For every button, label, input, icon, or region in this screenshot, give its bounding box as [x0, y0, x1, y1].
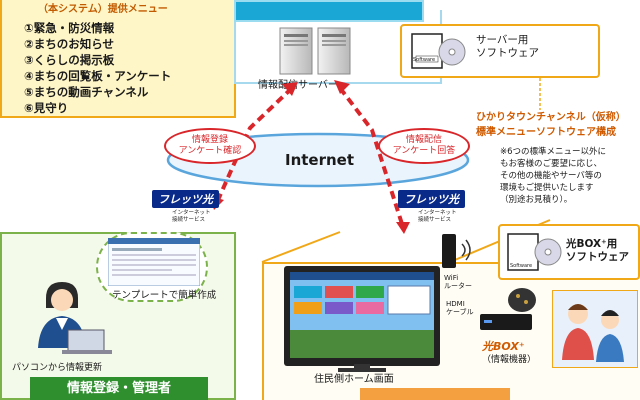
wifi-router-icon	[442, 234, 471, 268]
bottom-banner	[360, 388, 510, 400]
tv-screen	[290, 272, 434, 358]
channel-heading-line: ひかりタウンチャンネル（仮称）	[476, 112, 626, 123]
menu-panel	[0, 0, 236, 118]
flets-sub: インターネット	[418, 210, 457, 216]
server-label: 情報配信サーバー	[258, 80, 338, 91]
admin-person-icon	[38, 282, 112, 354]
hdmi-label-line: HDMI	[446, 300, 465, 308]
router-label: WiFi ルーター	[444, 274, 472, 290]
flets-left: フレッツ光 インターネット 接続サービス	[152, 190, 219, 224]
internet-label: Internet	[285, 151, 355, 169]
pc-update-label: パソコンから情報更新	[12, 363, 103, 373]
router-label-line: ルーター	[444, 282, 472, 290]
software-disc-label: Software	[510, 263, 533, 269]
tv-home-screen-graphic	[290, 272, 434, 358]
menu-item: ②まちのお知らせ	[24, 37, 115, 51]
flets-right: フレッツ光 インターネット 接続サービス	[398, 190, 465, 224]
custom-note: ※6つの標準メニュー以外に もお客様のご要望に応じ、 その他の機能やサーバ等の …	[500, 146, 606, 206]
channel-heading: ひかりタウンチャンネル（仮称） 標準メニューソフトウェア構成	[476, 108, 626, 138]
template-label: テンプレートで簡単作成	[112, 290, 217, 301]
hikari-box-sub: （情報機器）	[482, 355, 537, 365]
server-software-text: サーバー用 ソフトウェア	[476, 34, 539, 60]
family-icon	[552, 290, 638, 368]
template-screen-icon	[108, 238, 200, 286]
flets-sub: 接続サービス	[172, 217, 206, 223]
menu-item: ⑤まちの動画チャンネル	[24, 85, 149, 99]
admin-bar: 情報登録・管理者	[30, 377, 208, 400]
software-disc-label: Software	[413, 57, 436, 63]
hikari-box-software-text: 光BOX⁺用 ソフトウェア	[566, 238, 629, 264]
server-software-line: サーバー用	[476, 34, 529, 46]
menu-item: ⑥見守り	[24, 101, 69, 115]
note-line: もお客様のご要望に応じ、	[500, 159, 603, 169]
menu-item: ①緊急・防災情報	[24, 21, 115, 35]
bubble-info-register: 情報登録 アンケート確認	[164, 128, 256, 164]
hdmi-label: HDMI ケーブル	[446, 300, 474, 316]
note-line: ※6つの標準メニュー以外に	[500, 147, 607, 157]
hikari-software-line: 光BOX⁺用	[566, 238, 618, 250]
bubble-line: 情報登録	[191, 135, 228, 145]
channel-heading-line: 標準メニューソフトウェア構成	[476, 127, 616, 138]
flets-logo: フレッツ光	[398, 190, 465, 208]
router-label-line: WiFi	[444, 274, 459, 282]
system-header-band	[234, 0, 424, 22]
software-package-icon	[507, 233, 562, 271]
hikari-box-logo: 光BOX⁺	[482, 340, 525, 353]
hikari-software-line: ソフトウェア	[566, 251, 629, 263]
hikari-box-device-icon	[480, 288, 536, 330]
menu-list: ①緊急・防災情報 ②まちのお知らせ ③くらしの掲示板 ④まちの回覧板・アンケート…	[24, 20, 171, 116]
flets-sub: 接続サービス	[418, 217, 452, 223]
tv-label: 住民側ホーム画面	[314, 374, 394, 385]
tv-stand	[338, 364, 386, 372]
bubble-info-delivery: 情報配信 アンケート回答	[378, 128, 470, 164]
note-line: その他の機能やサーバ等の	[500, 171, 602, 181]
bubble-line: アンケート確認	[178, 146, 242, 156]
server-icon	[279, 27, 351, 75]
flets-sub: インターネット	[172, 210, 211, 216]
menu-title: （本システム）提供メニュー	[38, 4, 168, 15]
note-line: 環境もご提供いたします	[500, 183, 594, 193]
bubble-line: 情報配信	[405, 135, 442, 145]
menu-item: ③くらしの掲示板	[24, 53, 115, 67]
note-line: （別途お見積り）。	[500, 195, 573, 205]
software-package-icon	[411, 33, 466, 69]
hdmi-label-line: ケーブル	[446, 308, 474, 316]
flets-logo: フレッツ光	[152, 190, 219, 208]
bubble-line: アンケート回答	[392, 146, 456, 156]
menu-item: ④まちの回覧板・アンケート	[24, 69, 172, 83]
server-software-line: ソフトウェア	[476, 47, 539, 59]
